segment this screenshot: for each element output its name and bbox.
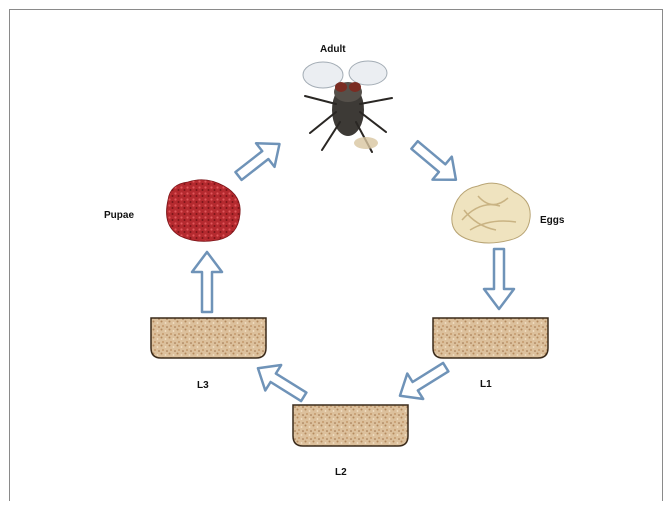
arrow-l1-to-l2 [392,354,454,408]
arrow-eggs-to-l1 [484,249,514,309]
substrate-tray-l1 [433,318,548,358]
substrate-tray-l3 [151,318,266,358]
label-eggs: Eggs [540,215,564,226]
label-l2: L2 [335,467,347,478]
label-l3: L3 [197,380,209,391]
label-l1: L1 [480,379,492,390]
arrow-pupae-to-adult [229,132,288,188]
label-adult: Adult [320,44,346,55]
eggs-icon [452,183,530,243]
arrow-l2-to-l3 [250,356,312,410]
label-pupae: Pupae [104,210,134,221]
arrow-adult-to-eggs [405,134,466,192]
substrate-tray-l2 [293,405,408,446]
fly-icon [303,61,392,152]
pupae-icon [167,180,241,242]
arrow-l3-to-pupae [192,252,222,312]
